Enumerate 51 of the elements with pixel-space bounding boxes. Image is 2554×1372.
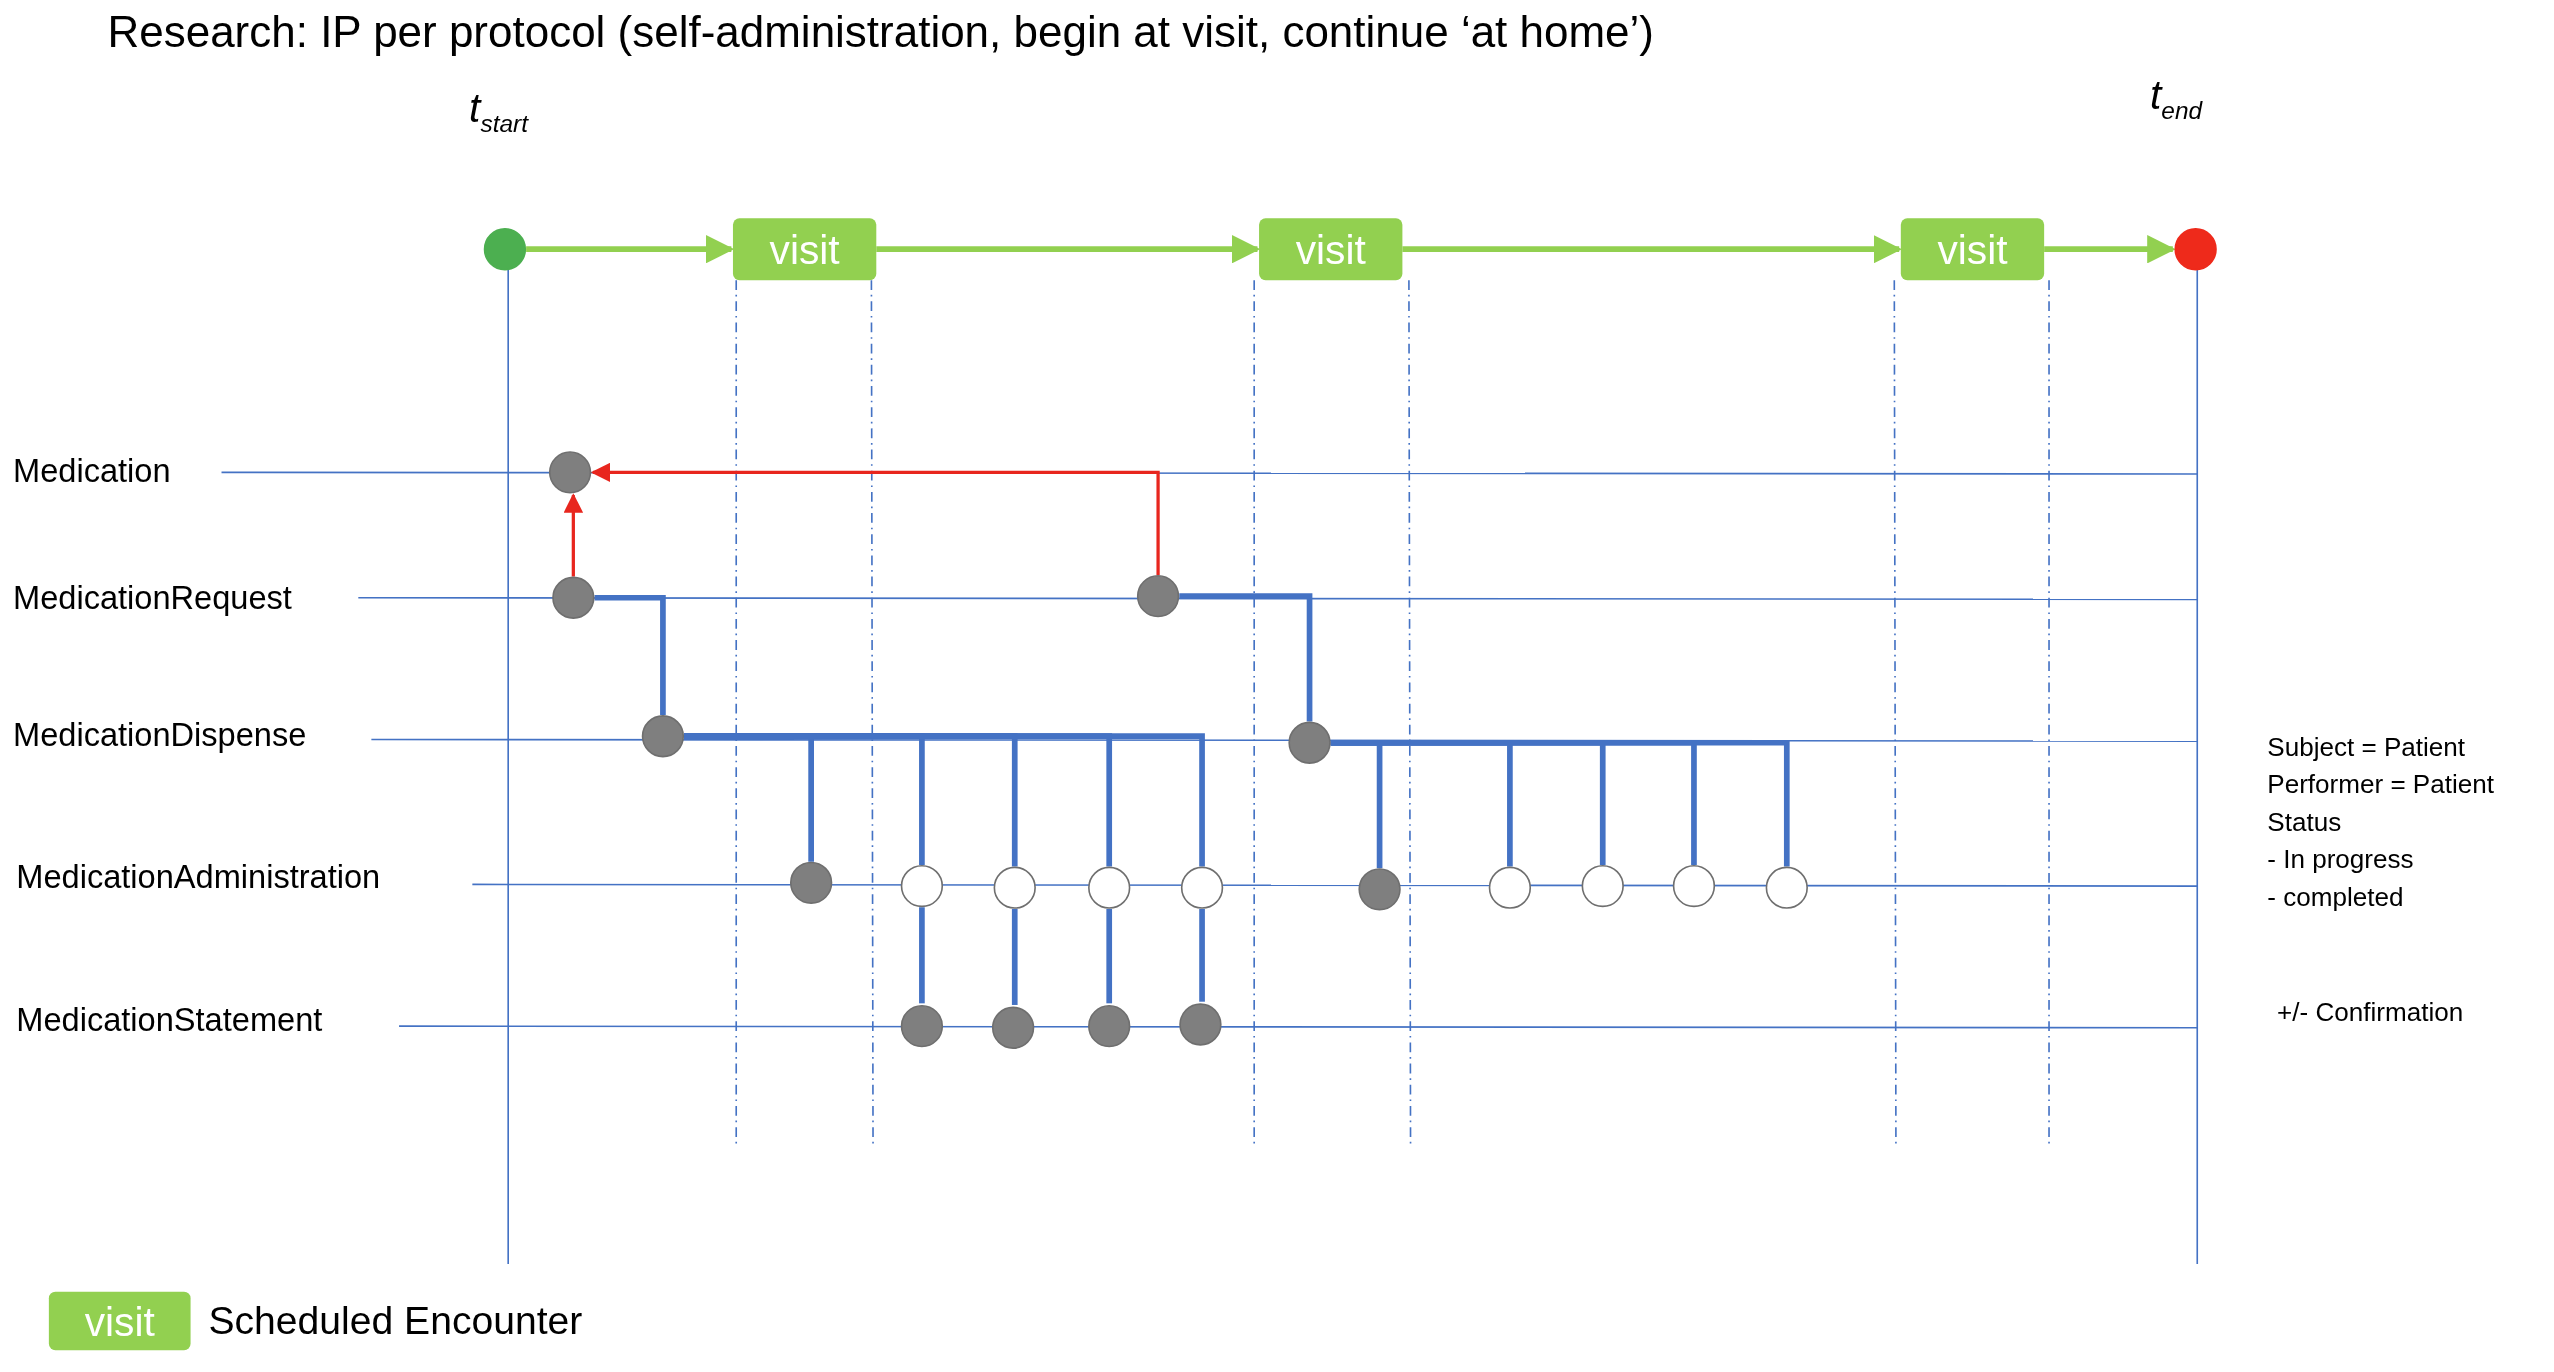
visit-box: visit: [1900, 218, 2045, 281]
event-circle: [552, 576, 595, 619]
note: - In progress: [2267, 845, 2414, 875]
event-circle: [1358, 868, 1401, 911]
visit-box: visit: [732, 218, 877, 281]
event-circle: [1088, 866, 1131, 909]
event-circle: [1581, 864, 1624, 908]
connector-line: [1179, 593, 1313, 722]
connector-line: [594, 594, 666, 716]
event-circle: [789, 861, 833, 904]
lane-label: Medication: [13, 452, 171, 491]
event-circle: [991, 1006, 1035, 1049]
connector-line: [1106, 908, 1113, 1004]
event-circle: [548, 451, 592, 494]
lane-label: MedicationStatement: [16, 1001, 323, 1040]
note: +/- Confirmation: [2277, 998, 2464, 1028]
arrow: [563, 493, 584, 577]
legend-text: Scheduled Encounter: [208, 1298, 583, 1344]
lane-label: MedicationAdministration: [16, 858, 381, 896]
event-circle: [993, 866, 1036, 909]
note: Subject = Patient: [2267, 732, 2466, 763]
visit-box: visit: [1259, 218, 1403, 281]
event-circle: [1088, 1004, 1131, 1048]
arrow: [876, 234, 1261, 264]
lane-label: MedicationRequest: [13, 579, 292, 618]
note: - completed: [2267, 882, 2404, 913]
event-circle: [641, 715, 685, 758]
connector-line: [1330, 739, 1790, 867]
event-circle: [1179, 1003, 1222, 1046]
note: Status: [2267, 807, 2342, 838]
time-label: t$_{end}$: [2150, 71, 2203, 124]
event-circle: [1488, 866, 1532, 909]
event-circle: [1180, 866, 1224, 909]
event-circle: [1672, 864, 1716, 908]
arrow: [2044, 234, 2176, 264]
event-circle: [1136, 574, 1180, 618]
time-label: t$_{start}$: [469, 84, 528, 137]
event-circle: [1288, 721, 1331, 764]
connector-line: [1011, 908, 1018, 1005]
end-marker: [2174, 228, 2217, 271]
arrow: [590, 462, 1160, 575]
event-circle: [1765, 866, 1808, 909]
legend-sample-text: visit: [83, 1297, 156, 1346]
start-marker: [483, 228, 527, 271]
event-circle: [900, 1004, 944, 1048]
connector-line: [919, 907, 925, 1004]
event-circle: [900, 864, 944, 908]
title: Research: IP per protocol (self-administration, begin at visit, continue ‘at home’): [107, 8, 1654, 59]
note: Performer = Patient: [2267, 770, 2494, 800]
connector-line: [1199, 908, 1205, 1002]
lane-label: MedicationDispense: [13, 716, 307, 755]
